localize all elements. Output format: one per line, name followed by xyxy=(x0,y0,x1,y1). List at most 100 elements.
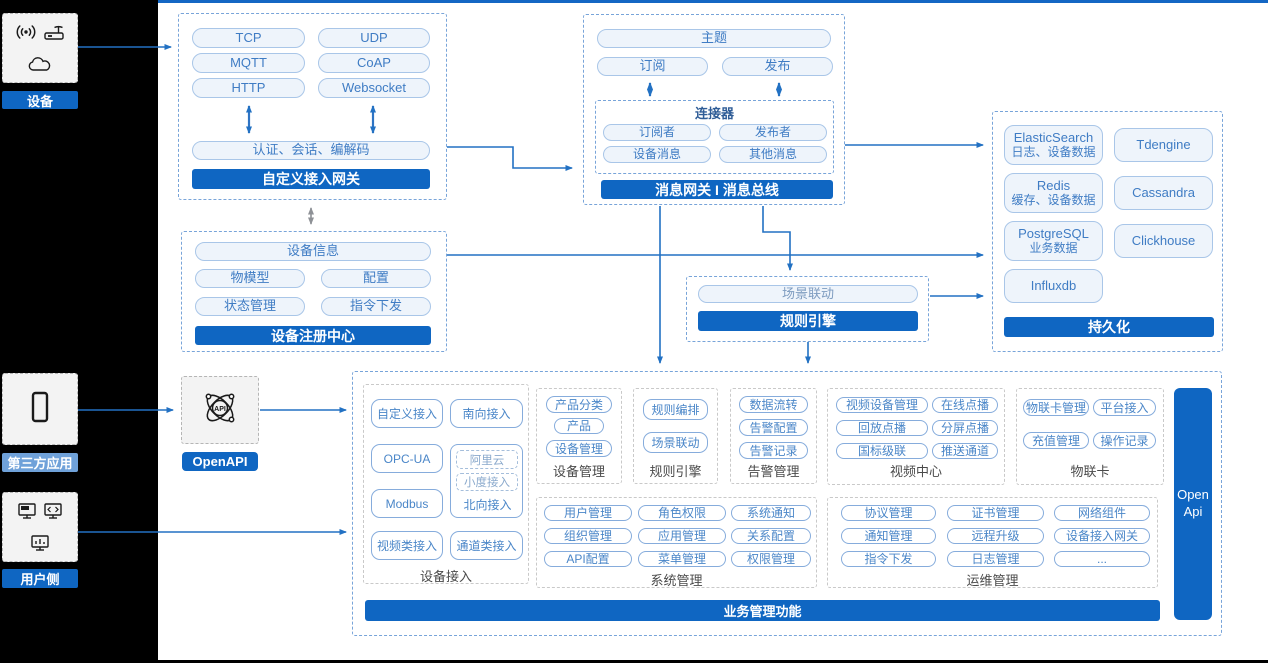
menu-mgmt-node: 菜单管理 xyxy=(638,551,726,567)
openapi-icon-tile: API xyxy=(181,376,259,444)
modbus-node: Modbus xyxy=(371,489,443,518)
alarm-config-node: 告警配置 xyxy=(739,419,808,436)
cert-mgmt-node: 证书管理 xyxy=(947,505,1044,521)
other-message-node: 其他消息 xyxy=(719,146,827,163)
user-side-icon-tile xyxy=(2,492,78,562)
device-access-gateway-node: 设备接入网关 xyxy=(1054,528,1150,544)
device-mgmt-node: 设备管理 xyxy=(546,440,612,457)
config-node: 配置 xyxy=(321,269,431,288)
channel-access-node: 通道类接入 xyxy=(450,531,523,560)
permission-mgmt-node: 权限管理 xyxy=(731,551,811,567)
online-play-node: 在线点播 xyxy=(932,397,998,413)
publisher-node: 发布者 xyxy=(719,124,827,141)
group-device-mgmt-label: 设备管理 xyxy=(552,464,605,479)
device-side-label-text: 设备 xyxy=(26,93,53,109)
protocol-coap: CoAP xyxy=(318,53,430,73)
store-desc: 缓存、设备数据 xyxy=(1011,192,1096,207)
protocol-mqtt: MQTT xyxy=(192,53,305,73)
video-device-mgmt-node: 视频设备管理 xyxy=(836,397,928,413)
device-info-node: 设备信息 xyxy=(195,242,431,261)
openapi-label: OpenAPI xyxy=(182,452,258,471)
org-mgmt-node: 组织管理 xyxy=(544,528,632,544)
data-flow-node: 数据流转 xyxy=(739,396,808,413)
user-mgmt-node: 用户管理 xyxy=(544,505,632,521)
custom-gateway-title: 自定义接入网关 xyxy=(192,169,430,189)
svg-text:API: API xyxy=(214,406,226,413)
subscriber-node: 订阅者 xyxy=(603,124,711,141)
connector-title: 连接器 xyxy=(694,106,734,121)
platform-access-node: 平台接入 xyxy=(1093,399,1156,416)
open-api-bar-line2: Api xyxy=(1183,504,1203,519)
protocol-tcp: TCP xyxy=(192,28,305,48)
store-desc: 业务数据 xyxy=(1029,240,1078,255)
publish-node: 发布 xyxy=(722,57,833,76)
device-icon-tile xyxy=(2,13,78,83)
product-category-node: 产品分类 xyxy=(546,396,612,413)
relation-config-node: 关系配置 xyxy=(731,528,811,544)
split-screen-node: 分屏点播 xyxy=(932,420,998,436)
auth-session-codec-bar: 认证、会话、编解码 xyxy=(192,141,430,160)
group-video-center-label: 视频中心 xyxy=(889,464,942,479)
thing-model-node: 物模型 xyxy=(195,269,305,288)
status-mgmt-node: 状态管理 xyxy=(195,297,305,316)
protocol-http: HTTP xyxy=(192,78,305,98)
third-party-icon-tile xyxy=(2,373,78,445)
store-redis: Redis 缓存、设备数据 xyxy=(1004,173,1103,213)
store-clickhouse: Clickhouse xyxy=(1114,224,1213,258)
user-side-label: 用户侧 xyxy=(2,569,78,588)
app-mgmt-node: 应用管理 xyxy=(638,528,726,544)
role-permission-node: 角色权限 xyxy=(638,505,726,521)
scene-linkage-node: 场景联动 xyxy=(698,285,918,303)
command-dispatch-node-2: 指令下发 xyxy=(841,551,936,567)
user-side-label-text: 用户侧 xyxy=(20,572,60,587)
command-dispatch-node: 指令下发 xyxy=(321,297,431,316)
store-postgresql: PostgreSQL 业务数据 xyxy=(1004,221,1103,261)
store-name: ElasticSearch xyxy=(1013,129,1094,145)
south-access-node: 南向接入 xyxy=(450,399,523,428)
business-title-bar: 业务管理功能 xyxy=(365,600,1160,621)
message-bus-title: 消息网关 I 消息总线 xyxy=(601,180,833,199)
scene-linkage-node-2: 场景联动 xyxy=(643,432,708,453)
topic-node: 主题 xyxy=(597,29,831,48)
store-influxdb: Influxdb xyxy=(1004,269,1103,303)
north-access-label: 北向接入 xyxy=(463,497,512,512)
signal-icon xyxy=(14,23,38,46)
open-api-bar: Open Api xyxy=(1174,388,1212,620)
opc-ua-node: OPC-UA xyxy=(371,444,443,473)
third-party-side-label: 第三方应用 xyxy=(2,453,78,472)
more-node: ... xyxy=(1054,551,1150,567)
protocol-udp: UDP xyxy=(318,28,430,48)
app-window-icon xyxy=(16,502,38,525)
cloud-icon xyxy=(9,56,71,73)
notice-mgmt-node: 通知管理 xyxy=(841,528,936,544)
protocol-websocket: Websocket xyxy=(318,78,430,98)
subscribe-node: 订阅 xyxy=(597,57,708,76)
phone-icon xyxy=(30,391,50,428)
chart-window-icon xyxy=(9,534,71,552)
group-alarm-label: 告警管理 xyxy=(747,464,800,479)
product-node: 产品 xyxy=(554,418,604,434)
device-registry-title: 设备注册中心 xyxy=(195,326,431,345)
aliyun-node: 阿里云 xyxy=(456,450,518,469)
group-ops-mgmt-label: 运维管理 xyxy=(966,573,1019,588)
push-channel-node: 推送通道 xyxy=(932,443,998,459)
iot-card-mgmt-node: 物联卡管理 xyxy=(1023,399,1089,416)
custom-access-node: 自定义接入 xyxy=(371,399,443,428)
store-tdengine: Tdengine xyxy=(1114,128,1213,162)
remote-upgrade-node: 远程升级 xyxy=(947,528,1044,544)
group-rule-engine-label: 规则引擎 xyxy=(649,464,702,479)
device-side-label: 设备 xyxy=(2,91,78,109)
api-config-node: API配置 xyxy=(544,551,632,567)
rule-orchestration-node: 规则编排 xyxy=(643,399,708,420)
store-elasticsearch: ElasticSearch 日志、设备数据 xyxy=(1004,125,1103,165)
group-system-mgmt-label: 系统管理 xyxy=(650,573,703,588)
operation-record-node: 操作记录 xyxy=(1093,432,1156,449)
open-api-bar-line1: Open xyxy=(1177,487,1209,503)
protocol-mgmt-node: 协议管理 xyxy=(841,505,936,521)
system-notice-node: 系统通知 xyxy=(731,505,811,521)
log-mgmt-node: 日志管理 xyxy=(947,551,1044,567)
store-name: Redis xyxy=(1036,177,1071,193)
api-network-icon: API xyxy=(197,385,243,436)
video-access-node: 视频类接入 xyxy=(371,531,443,560)
